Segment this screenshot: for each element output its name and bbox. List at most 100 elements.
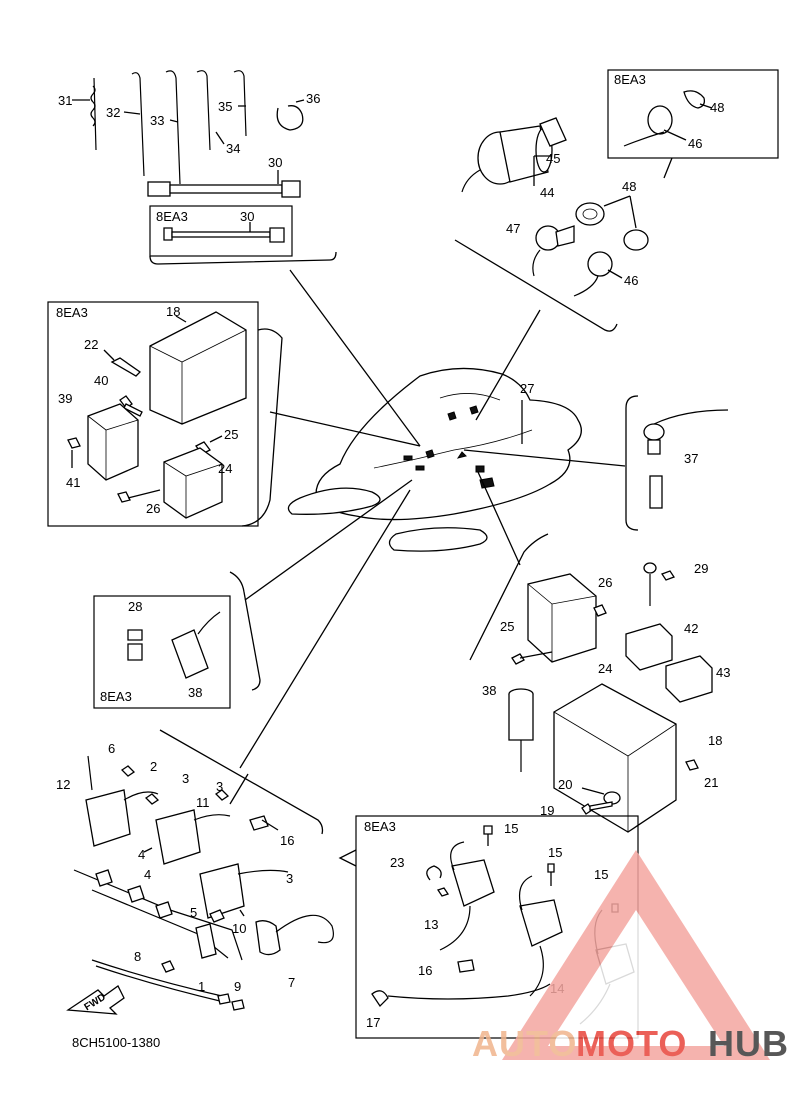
switch-cover-46-variant <box>623 90 713 147</box>
callout-8: 8 <box>134 949 141 964</box>
callout-17: 17 <box>366 1015 380 1030</box>
callout-22: 22 <box>84 337 98 352</box>
condenser-38 <box>508 688 534 772</box>
leader-lines <box>239 269 626 769</box>
callout-38: 38 <box>482 683 496 698</box>
callout-7: 7 <box>288 975 295 990</box>
callout-43: 43 <box>716 665 730 680</box>
callout-46: 46 <box>624 273 638 288</box>
callout-15b: 15 <box>548 845 562 860</box>
fwd-arrow <box>66 985 125 1015</box>
snowmobile-body <box>287 367 582 552</box>
callout-32: 32 <box>106 105 120 120</box>
callout-9: 9 <box>234 979 241 994</box>
cdi-unit-18-variant <box>149 311 247 425</box>
callout-3c: 3 <box>286 871 293 886</box>
bolt-40 <box>119 395 143 417</box>
callout-41: 41 <box>66 475 80 490</box>
callout-24: 24 <box>598 661 612 676</box>
callout-48-variant: 48 <box>710 100 724 115</box>
bolt-30-variant <box>163 222 285 243</box>
callout-38-variant: 38 <box>188 685 202 700</box>
cdi-unit-18 <box>553 683 677 833</box>
callout-29: 29 <box>694 561 708 576</box>
callout-27: 27 <box>520 381 534 396</box>
nut-41 <box>67 437 81 468</box>
callout-31: 31 <box>58 93 72 108</box>
callout-10: 10 <box>232 921 246 936</box>
variant-box-cdi <box>47 301 259 527</box>
callout-48: 48 <box>622 179 636 194</box>
bracket-line-coils <box>159 729 324 835</box>
callout-24-variant: 24 <box>218 461 232 476</box>
variant-label-coils: 8EA3 <box>364 819 396 834</box>
ignition-coils <box>73 755 334 1011</box>
cap-48 <box>575 195 649 251</box>
callout-35: 35 <box>218 99 232 114</box>
callout-18-variant: 18 <box>166 304 180 319</box>
variant-box-46-48 <box>607 69 779 159</box>
watermark-triangle-inner <box>548 910 724 1046</box>
bolt-29 <box>643 562 675 606</box>
callout-26-variant: 26 <box>146 501 160 516</box>
bolt-25 <box>511 651 553 665</box>
callout-26: 26 <box>598 575 612 590</box>
nut-26 <box>593 604 607 617</box>
bracket-line-30 <box>149 251 337 265</box>
watermark-text-hub: HUB <box>708 1023 789 1064</box>
callout-42: 42 <box>684 621 698 636</box>
callout-5: 5 <box>190 905 197 920</box>
callout-3a: 3 <box>182 771 189 786</box>
callout-20: 20 <box>558 777 572 792</box>
watermark-text-moto: MOTO <box>576 1023 687 1064</box>
variant-label-cdi: 8EA3 <box>56 305 88 320</box>
callout-19: 19 <box>540 803 554 818</box>
switch-cover-46 <box>573 251 623 297</box>
callout-30: 30 <box>268 155 282 170</box>
relay-42 <box>625 623 673 671</box>
callout-25: 25 <box>500 619 514 634</box>
callout-21: 21 <box>704 775 718 790</box>
callout-25-variant: 25 <box>224 427 238 442</box>
callout-28: 28 <box>128 599 142 614</box>
bolt-19 <box>581 801 613 815</box>
callout-44: 44 <box>540 185 554 200</box>
automotohub-watermark: AUTO MOTO HUB <box>472 850 789 1064</box>
callout-13: 13 <box>424 917 438 932</box>
cable-ties-group <box>72 70 305 185</box>
nut-21 <box>685 759 699 771</box>
callout-23: 23 <box>390 855 404 870</box>
callout-15a: 15 <box>504 821 518 836</box>
callout-4a: 4 <box>138 847 145 862</box>
callout-46-variant: 46 <box>688 136 702 151</box>
callout-36: 36 <box>306 91 320 106</box>
variant-label-30: 8EA3 <box>156 209 188 224</box>
callout-11: 11 <box>196 795 210 810</box>
callout-6: 6 <box>108 741 115 756</box>
bolt-22 <box>103 349 142 377</box>
callout-34: 34 <box>226 141 240 156</box>
callout-4b: 4 <box>144 867 151 882</box>
regulator-24-variant <box>163 447 223 519</box>
plug-cap-37 <box>643 409 729 509</box>
watermark-text-auto: AUTO <box>472 1023 577 1064</box>
callout-labels: 31 32 33 34 35 36 30 8EA3 30 8EA3 48 46 … <box>56 72 730 1050</box>
bolt-30-assembly <box>147 170 301 198</box>
callout-39: 39 <box>58 391 72 406</box>
callout-18: 18 <box>708 733 722 748</box>
variant-label-46-48: 8EA3 <box>614 72 646 87</box>
variant-box-30 <box>149 205 293 257</box>
nut-26-variant <box>117 489 161 503</box>
condenser-38-variant <box>171 611 221 679</box>
diagram-code: 8CH5100-1380 <box>72 1035 160 1050</box>
callout-15c: 15 <box>594 867 608 882</box>
regulator-24 <box>527 573 597 663</box>
washer-20 <box>581 787 621 805</box>
callout-37: 37 <box>684 451 698 466</box>
connector-28 <box>127 629 143 661</box>
ignition-coils-variant <box>371 825 635 1025</box>
callout-3b: 3 <box>216 779 223 794</box>
rectifier-39 <box>87 403 139 481</box>
callout-12: 12 <box>56 777 70 792</box>
